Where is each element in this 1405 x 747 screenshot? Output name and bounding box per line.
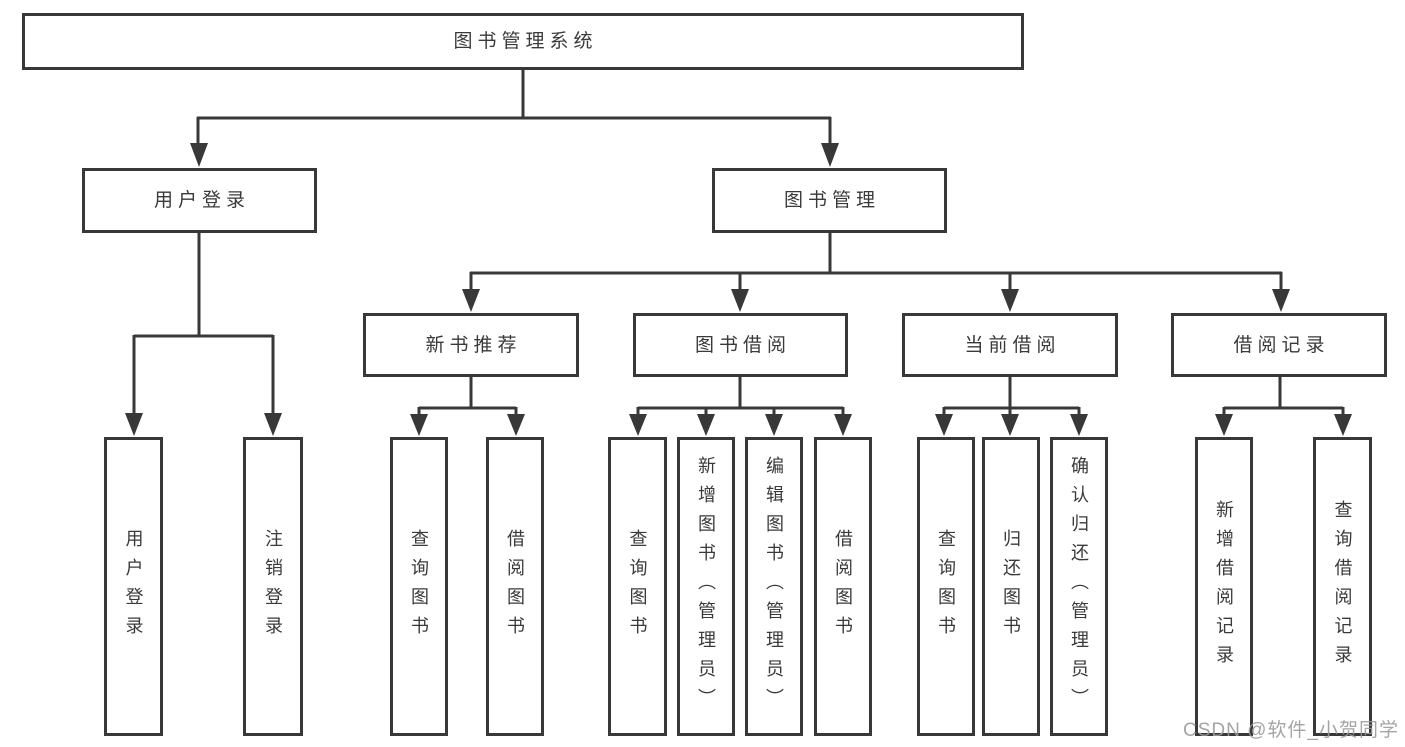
node-user-login: 用户登录 bbox=[82, 168, 317, 233]
leaf-add-book-admin: 新增图书（管理员） bbox=[677, 437, 735, 736]
leaf-query-book-current: 查询图书 bbox=[917, 437, 975, 736]
node-root: 图书管理系统 bbox=[22, 13, 1024, 70]
leaf-confirm-return-admin: 确认归还（管理员） bbox=[1050, 437, 1108, 736]
node-new-book-recommend: 新书推荐 bbox=[363, 313, 579, 377]
node-book-management: 图书管理 bbox=[712, 168, 947, 233]
arrowheads-group bbox=[125, 143, 1352, 436]
leaf-query-borrow-record: 查询借阅记录 bbox=[1313, 437, 1372, 736]
leaf-borrow-book-recommend: 借阅图书 bbox=[486, 437, 544, 736]
leaf-borrow-book: 借阅图书 bbox=[814, 437, 872, 736]
node-current-borrow: 当前借阅 bbox=[902, 313, 1118, 377]
connector-paths-group bbox=[132, 70, 1345, 418]
watermark: CSDN @软件_小贺同学 bbox=[1183, 720, 1399, 741]
leaf-query-book-recommend: 查询图书 bbox=[390, 437, 448, 736]
leaf-return-book: 归还图书 bbox=[982, 437, 1040, 736]
leaf-add-borrow-record: 新增借阅记录 bbox=[1195, 437, 1253, 736]
leaf-user-login: 用户登录 bbox=[104, 437, 163, 736]
leaf-edit-book-admin: 编辑图书（管理员） bbox=[745, 437, 803, 736]
leaf-query-book-borrow: 查询图书 bbox=[608, 437, 667, 736]
leaf-logout-login: 注销登录 bbox=[243, 437, 303, 736]
node-borrow-record: 借阅记录 bbox=[1171, 313, 1387, 377]
node-book-borrow: 图书借阅 bbox=[633, 313, 848, 377]
